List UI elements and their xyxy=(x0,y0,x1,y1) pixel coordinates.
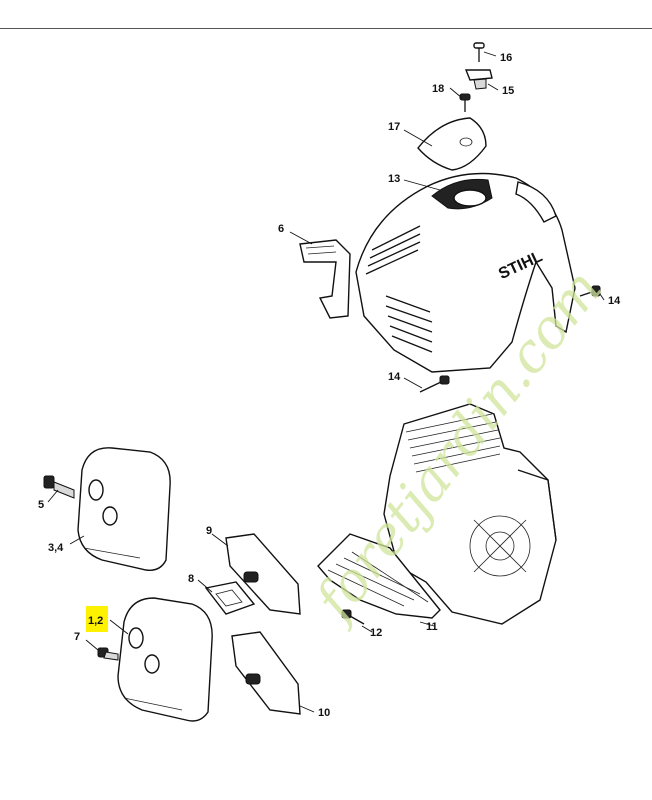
callout-5: 5 xyxy=(38,499,44,511)
cooling-vents-side xyxy=(385,295,433,353)
callout-7: 7 xyxy=(74,631,80,643)
callout-14-lower: 14 xyxy=(388,371,401,383)
part-6-guard xyxy=(299,239,351,319)
callout-11: 11 xyxy=(426,621,438,633)
part-34-muffler xyxy=(77,447,171,571)
callout-13: 13 xyxy=(388,173,400,185)
callout-6: 6 xyxy=(278,223,284,235)
part-12-muffler xyxy=(117,597,213,722)
part-8-gasket xyxy=(204,581,256,615)
part-17-cap xyxy=(417,117,487,171)
part-13-shroud: STIHL xyxy=(355,172,576,373)
callout-17: 17 xyxy=(388,121,400,133)
cooling-vents-top xyxy=(365,225,421,275)
part-14-screw-lower xyxy=(419,375,450,393)
top-rule xyxy=(0,28,652,29)
callout-14-right: 14 xyxy=(608,295,621,307)
highlight-badge xyxy=(86,606,108,632)
part-12-screw xyxy=(341,609,365,625)
callout-18: 18 xyxy=(432,83,444,95)
leader-lines xyxy=(47,51,605,713)
part-10-plate xyxy=(231,631,301,715)
callout-9: 9 xyxy=(206,525,212,537)
callout-15: 15 xyxy=(502,85,514,97)
callout-16: 16 xyxy=(500,52,512,64)
callout-12: 12 xyxy=(370,627,382,639)
part-14-screw-right xyxy=(579,285,601,297)
callout-10: 10 xyxy=(318,707,330,719)
part-5-bolt xyxy=(43,475,75,499)
cylinder-fins xyxy=(405,413,501,473)
callout-8: 8 xyxy=(188,573,194,585)
part-11-deflector xyxy=(317,533,441,619)
part-7-screw xyxy=(97,647,119,661)
part-16-screw xyxy=(473,42,485,62)
engine-crankcase xyxy=(383,403,557,625)
part-15-clip xyxy=(464,69,493,90)
callout-1-2: 1,2 xyxy=(88,615,103,627)
part-18-screw xyxy=(459,93,471,112)
part-9-plate xyxy=(225,533,301,615)
callout-labels: 16 15 18 17 13 6 14 14 5 3,4 9 8 12 11 1… xyxy=(38,52,621,719)
callout-3-4: 3,4 xyxy=(48,542,64,554)
